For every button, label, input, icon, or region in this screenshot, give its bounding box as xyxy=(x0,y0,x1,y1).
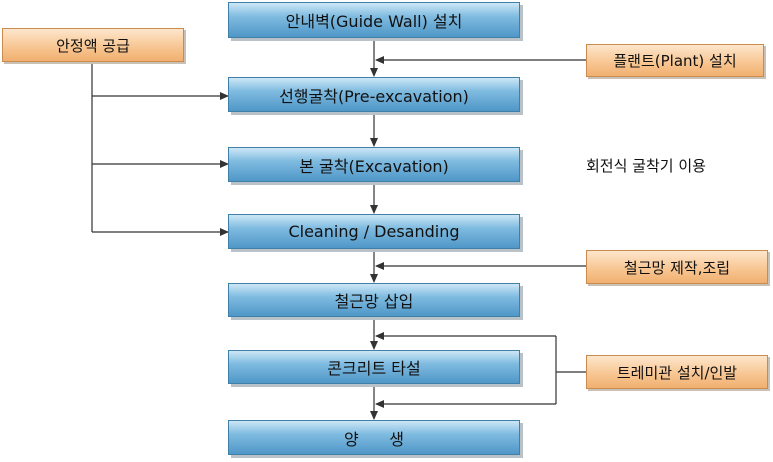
rotary-excavator-note: 회전식 굴착기 이용 xyxy=(586,157,706,175)
step-concrete-pouring: 콘크리트 타설 xyxy=(228,350,520,384)
tremie-pipe-box: 트레미관 설치/인발 xyxy=(586,355,768,389)
slurry-supply-box: 안정액 공급 xyxy=(2,28,184,62)
step-pre-excavation: 선행굴착(Pre-excavation) xyxy=(228,77,520,112)
step-curing: 양 생 xyxy=(228,420,520,455)
step-cleaning-desanding: Cleaning / Desanding xyxy=(228,214,520,249)
step-rebar-insertion: 철근망 삽입 xyxy=(228,283,520,317)
step-excavation: 본 굴착(Excavation) xyxy=(228,147,520,182)
rebar-fabrication-box: 철근망 제작,조립 xyxy=(586,250,768,284)
step-guide-wall: 안내벽(Guide Wall) 설치 xyxy=(228,2,520,38)
plant-installation-box: 플랜트(Plant) 설치 xyxy=(586,44,764,77)
